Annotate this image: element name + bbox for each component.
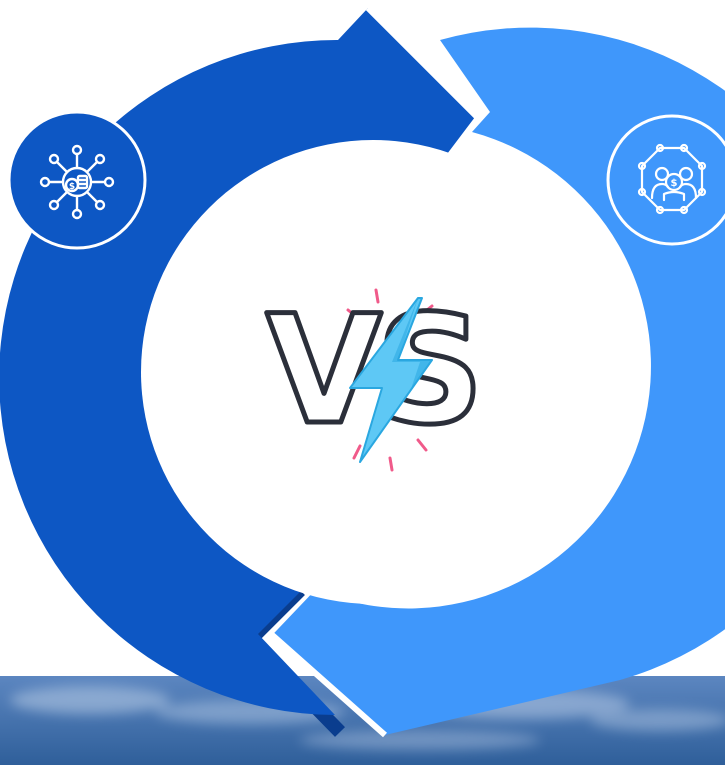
lightning-bolt-icon <box>349 297 433 463</box>
spark-marks <box>346 288 434 472</box>
svg-text:$: $ <box>671 178 678 189</box>
users-money-network-icon: $ <box>637 143 707 215</box>
left-icon-badge: $ <box>7 110 147 250</box>
vs-emblem: VS <box>263 282 487 472</box>
right-icon-badge: $ <box>606 114 725 246</box>
svg-text:$: $ <box>69 182 75 192</box>
network-money-icon: $ <box>39 144 115 220</box>
